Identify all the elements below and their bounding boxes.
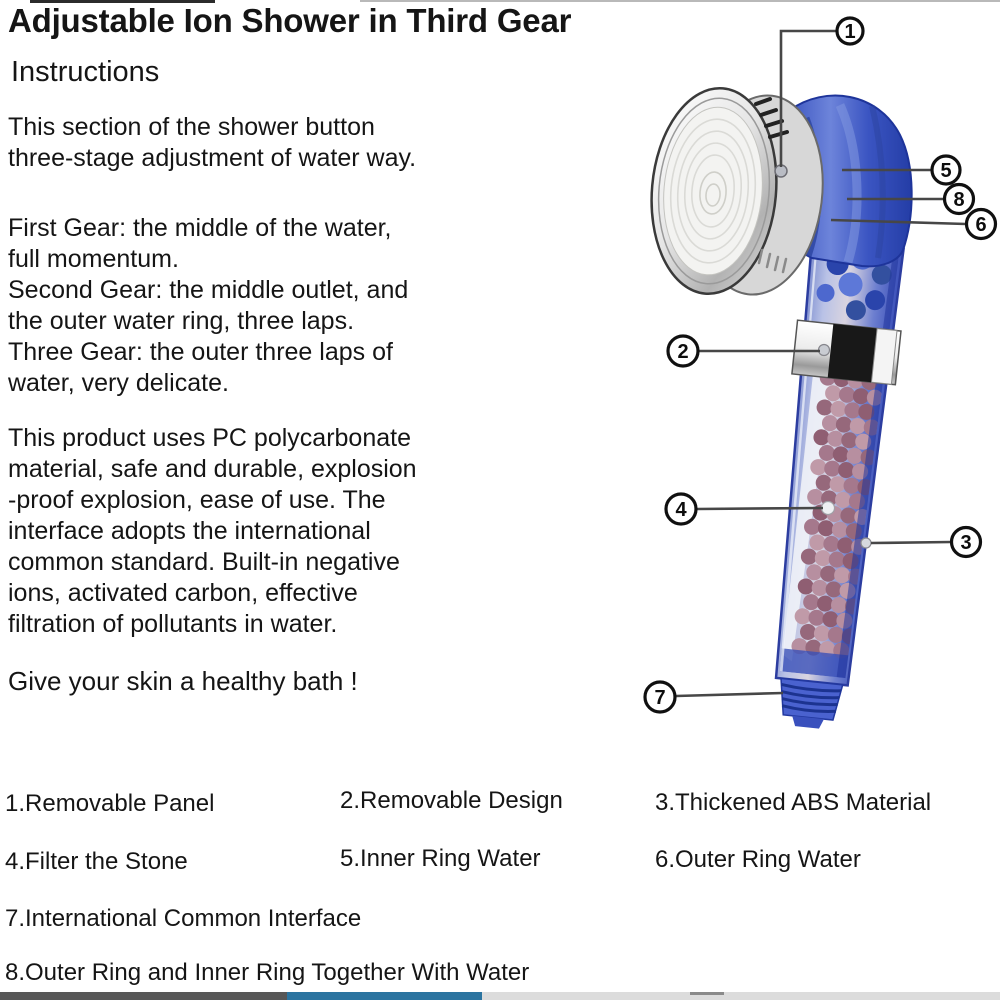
bottom-edge-sliver-blue [287,992,482,1000]
shower-head [650,86,824,296]
legend-item-7: 7.International Common Interface [5,905,362,932]
svg-text:3: 3 [960,532,971,554]
elbow-ring-band-light [835,103,862,264]
paragraph-intro: This section of the shower button three-… [8,113,417,172]
legend-item-1: 1.Removable Panel [5,790,215,817]
svg-text:5: 5 [940,160,951,182]
elbow-ring-band-2 [869,105,886,259]
callout-2: 2 [666,334,820,368]
callout-4: 4 [664,492,824,526]
svg-text:4: 4 [675,499,687,521]
svg-text:1: 1 [844,21,855,43]
top-edge-sliver-dark [30,0,215,3]
top-edge-sliver-gray [360,0,1000,2]
callout-7: 7 [643,680,784,714]
callout-2-badge [666,334,700,368]
bottom-edge-sliver-light [482,992,1000,1000]
bottom-edge-sliver-dash [690,992,724,995]
bottom-edge-sliver-dark [0,992,287,1000]
paragraph-tagline: Give your skin a healthy bath ! [8,666,358,696]
legend-item-4: 4.Filter the Stone [5,848,188,875]
legend-item-2: 2.Removable Design [340,787,563,814]
legend-item-6: 6.Outer Ring Water [655,846,861,873]
head-rim-grooves [757,248,788,274]
head-face-plate [663,106,763,276]
handle-chrome-band [791,319,902,386]
callout-1-badge [835,16,865,46]
legend-item-8: 8.Outer Ring and Inner Ring Together Wit… [5,959,530,986]
section-heading: Instructions [11,56,160,88]
svg-text:6: 6 [975,214,986,236]
page-title: Adjustable Ion Shower in Third Gear [8,2,572,39]
handle-bottom-shade [779,648,849,680]
callout-1: 1 [779,16,865,167]
callout-8: 8 [847,182,976,216]
paragraph-gear-modes: First Gear: the middle of the water, ful… [8,214,409,397]
svg-text:7: 7 [654,687,665,709]
paragraph-material: This product uses PC polycarbonate mater… [8,424,417,638]
callout-8-badge [942,182,976,216]
callout-7-badge [643,680,677,714]
svg-text:2: 2 [677,341,688,363]
callout-5-badge [930,154,962,186]
callout-6: 6 [830,207,998,241]
callout-6-badge [964,207,998,241]
thread-connector [780,677,844,729]
head-rim-ticks [754,97,789,139]
callout-5: 5 [842,154,962,186]
legend-item-5: 5.Inner Ring Water [340,845,541,872]
shower-handle [774,237,905,729]
legend-item-3: 3.Thickened ABS Material [655,789,932,816]
callout-3-badge [949,525,983,559]
head-face-rings [669,118,757,264]
callout-4-badge [664,492,698,526]
svg-text:8: 8 [953,189,964,211]
callout-3: 3 [870,525,983,559]
